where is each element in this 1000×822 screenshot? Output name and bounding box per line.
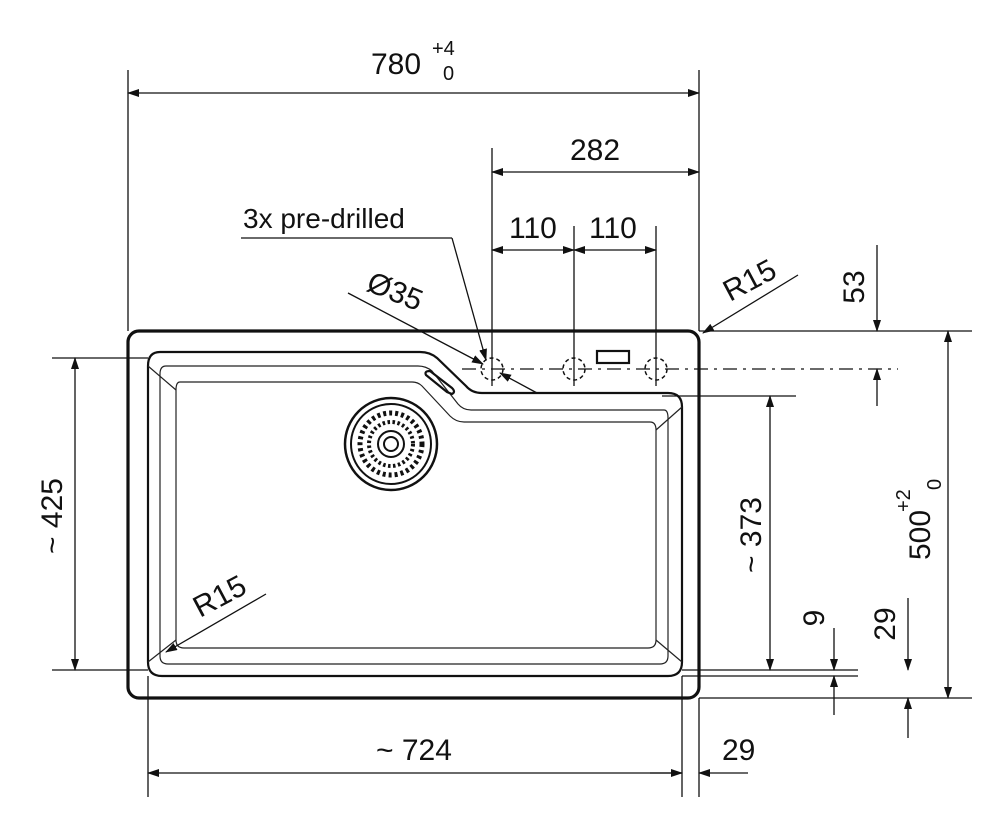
overall-depth-value: 500 (904, 510, 937, 560)
overall-depth-tol-upper: +2 (893, 489, 915, 512)
bottom-margin-value: 29 (869, 607, 902, 640)
holes-offset-value: 282 (570, 134, 620, 167)
hole-diameter-leader (347, 292, 484, 365)
outer-radius-value: R15 (718, 253, 782, 308)
control-button-icon (595, 349, 631, 365)
drain-icon (343, 396, 439, 492)
bowl-depth-left-value: ~ 425 (36, 478, 69, 554)
inner-radius-value: R15 (188, 569, 252, 624)
hole-spacing-1-value: 110 (509, 212, 557, 245)
hole-diameter-value: Ø35 (362, 266, 427, 318)
hole-note-leader (451, 237, 487, 361)
bottom-gap-inner-value: 9 (798, 610, 831, 627)
hole-note-label: 3x pre-drilled (243, 203, 405, 234)
overall-width-tol-upper: +4 (432, 38, 455, 60)
bowl-outline (146, 350, 684, 678)
outer-radius-leader (702, 274, 799, 334)
inner-radius-leader (165, 593, 267, 653)
overall-width-value: 780 (371, 48, 421, 81)
hole-spacing-2-value: 110 (589, 212, 637, 245)
bowl-width-value: ~ 724 (376, 734, 452, 767)
sink-outline (126, 329, 701, 700)
top-margin-value: 53 (838, 270, 871, 303)
overall-depth-tol-lower: 0 (924, 479, 946, 490)
bowl-depth-right-value: ~ 373 (735, 497, 768, 573)
side-margin-value: 29 (722, 734, 755, 767)
overall-width-tol-lower: 0 (443, 63, 454, 85)
